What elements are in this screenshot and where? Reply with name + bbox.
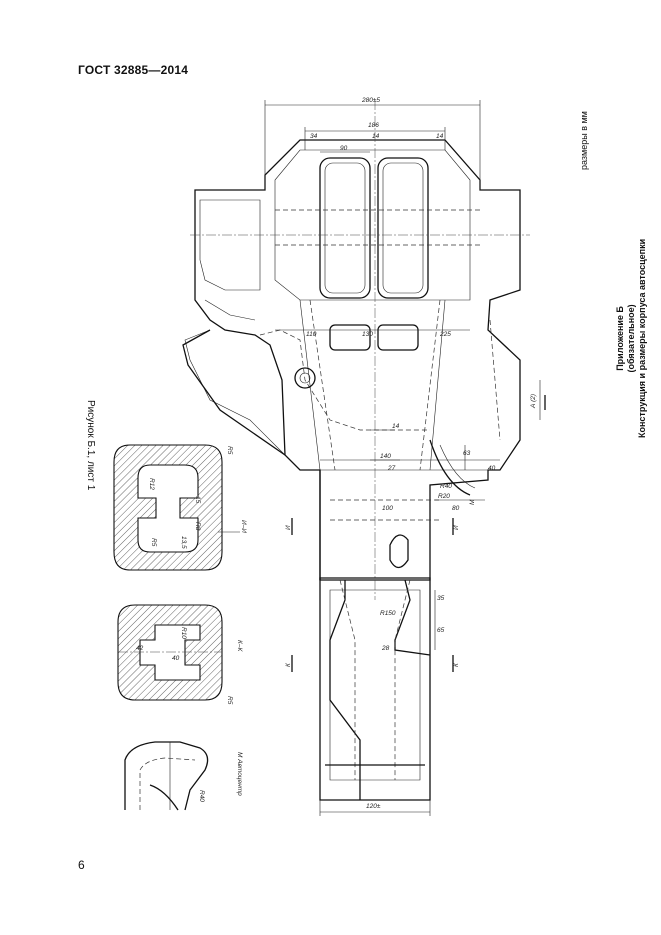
ii-r12: R12 [148, 478, 155, 490]
dim-40: 40 [488, 465, 496, 472]
dim-28: 28 [381, 645, 390, 652]
dim-63: 63 [463, 450, 471, 457]
i-marker-left: И [285, 525, 292, 530]
dim-34: 34 [310, 133, 318, 140]
view-a2-label: А (2) [530, 394, 537, 409]
dim-130: 130 [362, 331, 373, 338]
dimension-values: 280±5 186 34 14 14 90 130 110 225 14 140… [306, 97, 496, 810]
dim-r40: R40 [440, 483, 452, 490]
dim-27: 27 [387, 465, 396, 472]
section-kk: К–К R10 42 40 R5 [117, 604, 243, 705]
coupler-body-view [182, 100, 530, 801]
kk-r10: R10 [180, 627, 187, 639]
page-number: 6 [78, 858, 85, 872]
ii-r5-a: R5 [226, 446, 233, 455]
dim-14a: 14 [372, 133, 380, 140]
kk-r5: R5 [226, 696, 233, 705]
k-marker-left: К [285, 662, 292, 667]
m-r40: R40 [198, 790, 205, 802]
k-marker-right: К [453, 662, 460, 667]
dimension-lines [264, 100, 541, 816]
ii-15: 15 [194, 496, 201, 504]
dim-65: 65 [437, 627, 445, 634]
section-ii: И–И R5 R12 15 R8 13,5 R5 [113, 444, 247, 571]
section-kk-label: К–К [236, 640, 243, 652]
dim-r150: R150 [380, 610, 396, 617]
ii-r5-b: R5 [150, 538, 157, 547]
detail-m-label: М Автоцентр [236, 752, 243, 796]
dim-14b: 14 [436, 133, 444, 140]
dim-140: 140 [380, 453, 391, 460]
dim-120: 120± [366, 803, 381, 810]
kk-40: 40 [172, 655, 180, 662]
dim-90: 90 [340, 145, 348, 152]
dim-14c: 14 [392, 423, 400, 430]
m-marker: М [469, 499, 476, 505]
ii-r8: R8 [194, 522, 201, 531]
detail-m: М Автоцентр R40 [124, 741, 243, 811]
standard-header: ГОСТ 32885—2014 [78, 63, 189, 77]
ii-13-5: 13,5 [180, 536, 187, 549]
dim-225: 225 [439, 331, 451, 338]
dim-110: 110 [306, 331, 317, 338]
dim-280: 280±5 [361, 97, 380, 104]
dim-80: 80 [452, 505, 460, 512]
dim-35: 35 [437, 595, 445, 602]
dim-100: 100 [382, 505, 393, 512]
dim-r20: R20 [438, 493, 450, 500]
section-ii-label: И–И [240, 520, 247, 533]
i-marker-right: И [453, 525, 460, 530]
section-markers: А (2) М И И К К [285, 394, 546, 672]
dim-186: 186 [368, 122, 379, 129]
kk-42: 42 [136, 645, 144, 652]
